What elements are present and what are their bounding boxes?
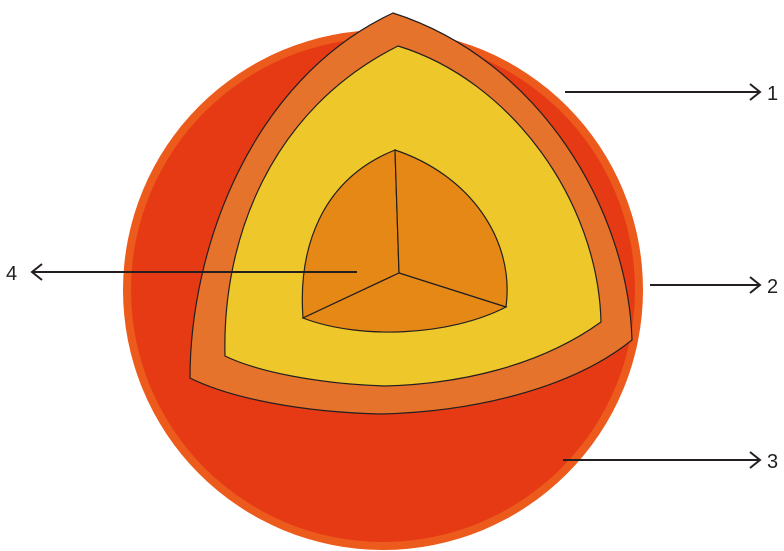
label-4: 4 bbox=[6, 263, 17, 285]
label-2: 2 bbox=[767, 276, 778, 298]
pointer-arrow-2 bbox=[650, 277, 760, 293]
pointer-arrow-1 bbox=[565, 84, 760, 100]
pointer-arrow-3 bbox=[563, 452, 760, 468]
label-1: 1 bbox=[767, 83, 778, 105]
label-3: 3 bbox=[767, 451, 778, 473]
